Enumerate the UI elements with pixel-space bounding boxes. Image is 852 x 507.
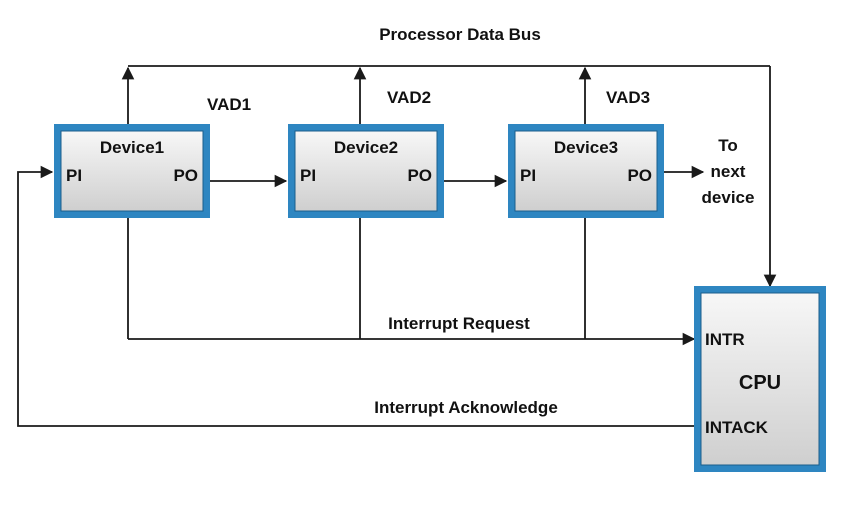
device3-pi: PI <box>520 166 536 185</box>
device1-box: Device1 PI PO <box>54 124 210 218</box>
device3-po: PO <box>627 166 652 185</box>
interrupt-acknowledge-label: Interrupt Acknowledge <box>374 398 558 417</box>
vad3-label: VAD3 <box>606 88 650 107</box>
next-device-line1: To <box>718 136 738 155</box>
vad2-label: VAD2 <box>387 88 431 107</box>
interrupt-acknowledge-line <box>17 165 697 427</box>
next-device-line2: next <box>711 162 746 181</box>
device2-pi: PI <box>300 166 316 185</box>
cpu-title: CPU <box>739 372 781 394</box>
interrupt-request-label: Interrupt Request <box>388 314 530 333</box>
device3-box: Device3 PI PO <box>508 124 664 218</box>
device1-po: PO <box>173 166 198 185</box>
cpu-box: INTR CPU INTACK <box>694 286 826 472</box>
device1-pi: PI <box>66 166 82 185</box>
device1-title: Device1 <box>100 138 164 157</box>
vad1-label: VAD1 <box>207 95 251 114</box>
device2-po: PO <box>407 166 432 185</box>
device3-title: Device3 <box>554 138 618 157</box>
device2-title: Device2 <box>334 138 398 157</box>
cpu-intr-label: INTR <box>705 330 745 349</box>
device2-box: Device2 PI PO <box>288 124 444 218</box>
cpu-intack-label: INTACK <box>705 418 769 437</box>
bus-label: Processor Data Bus <box>379 25 541 44</box>
next-device-line3: device <box>702 188 755 207</box>
